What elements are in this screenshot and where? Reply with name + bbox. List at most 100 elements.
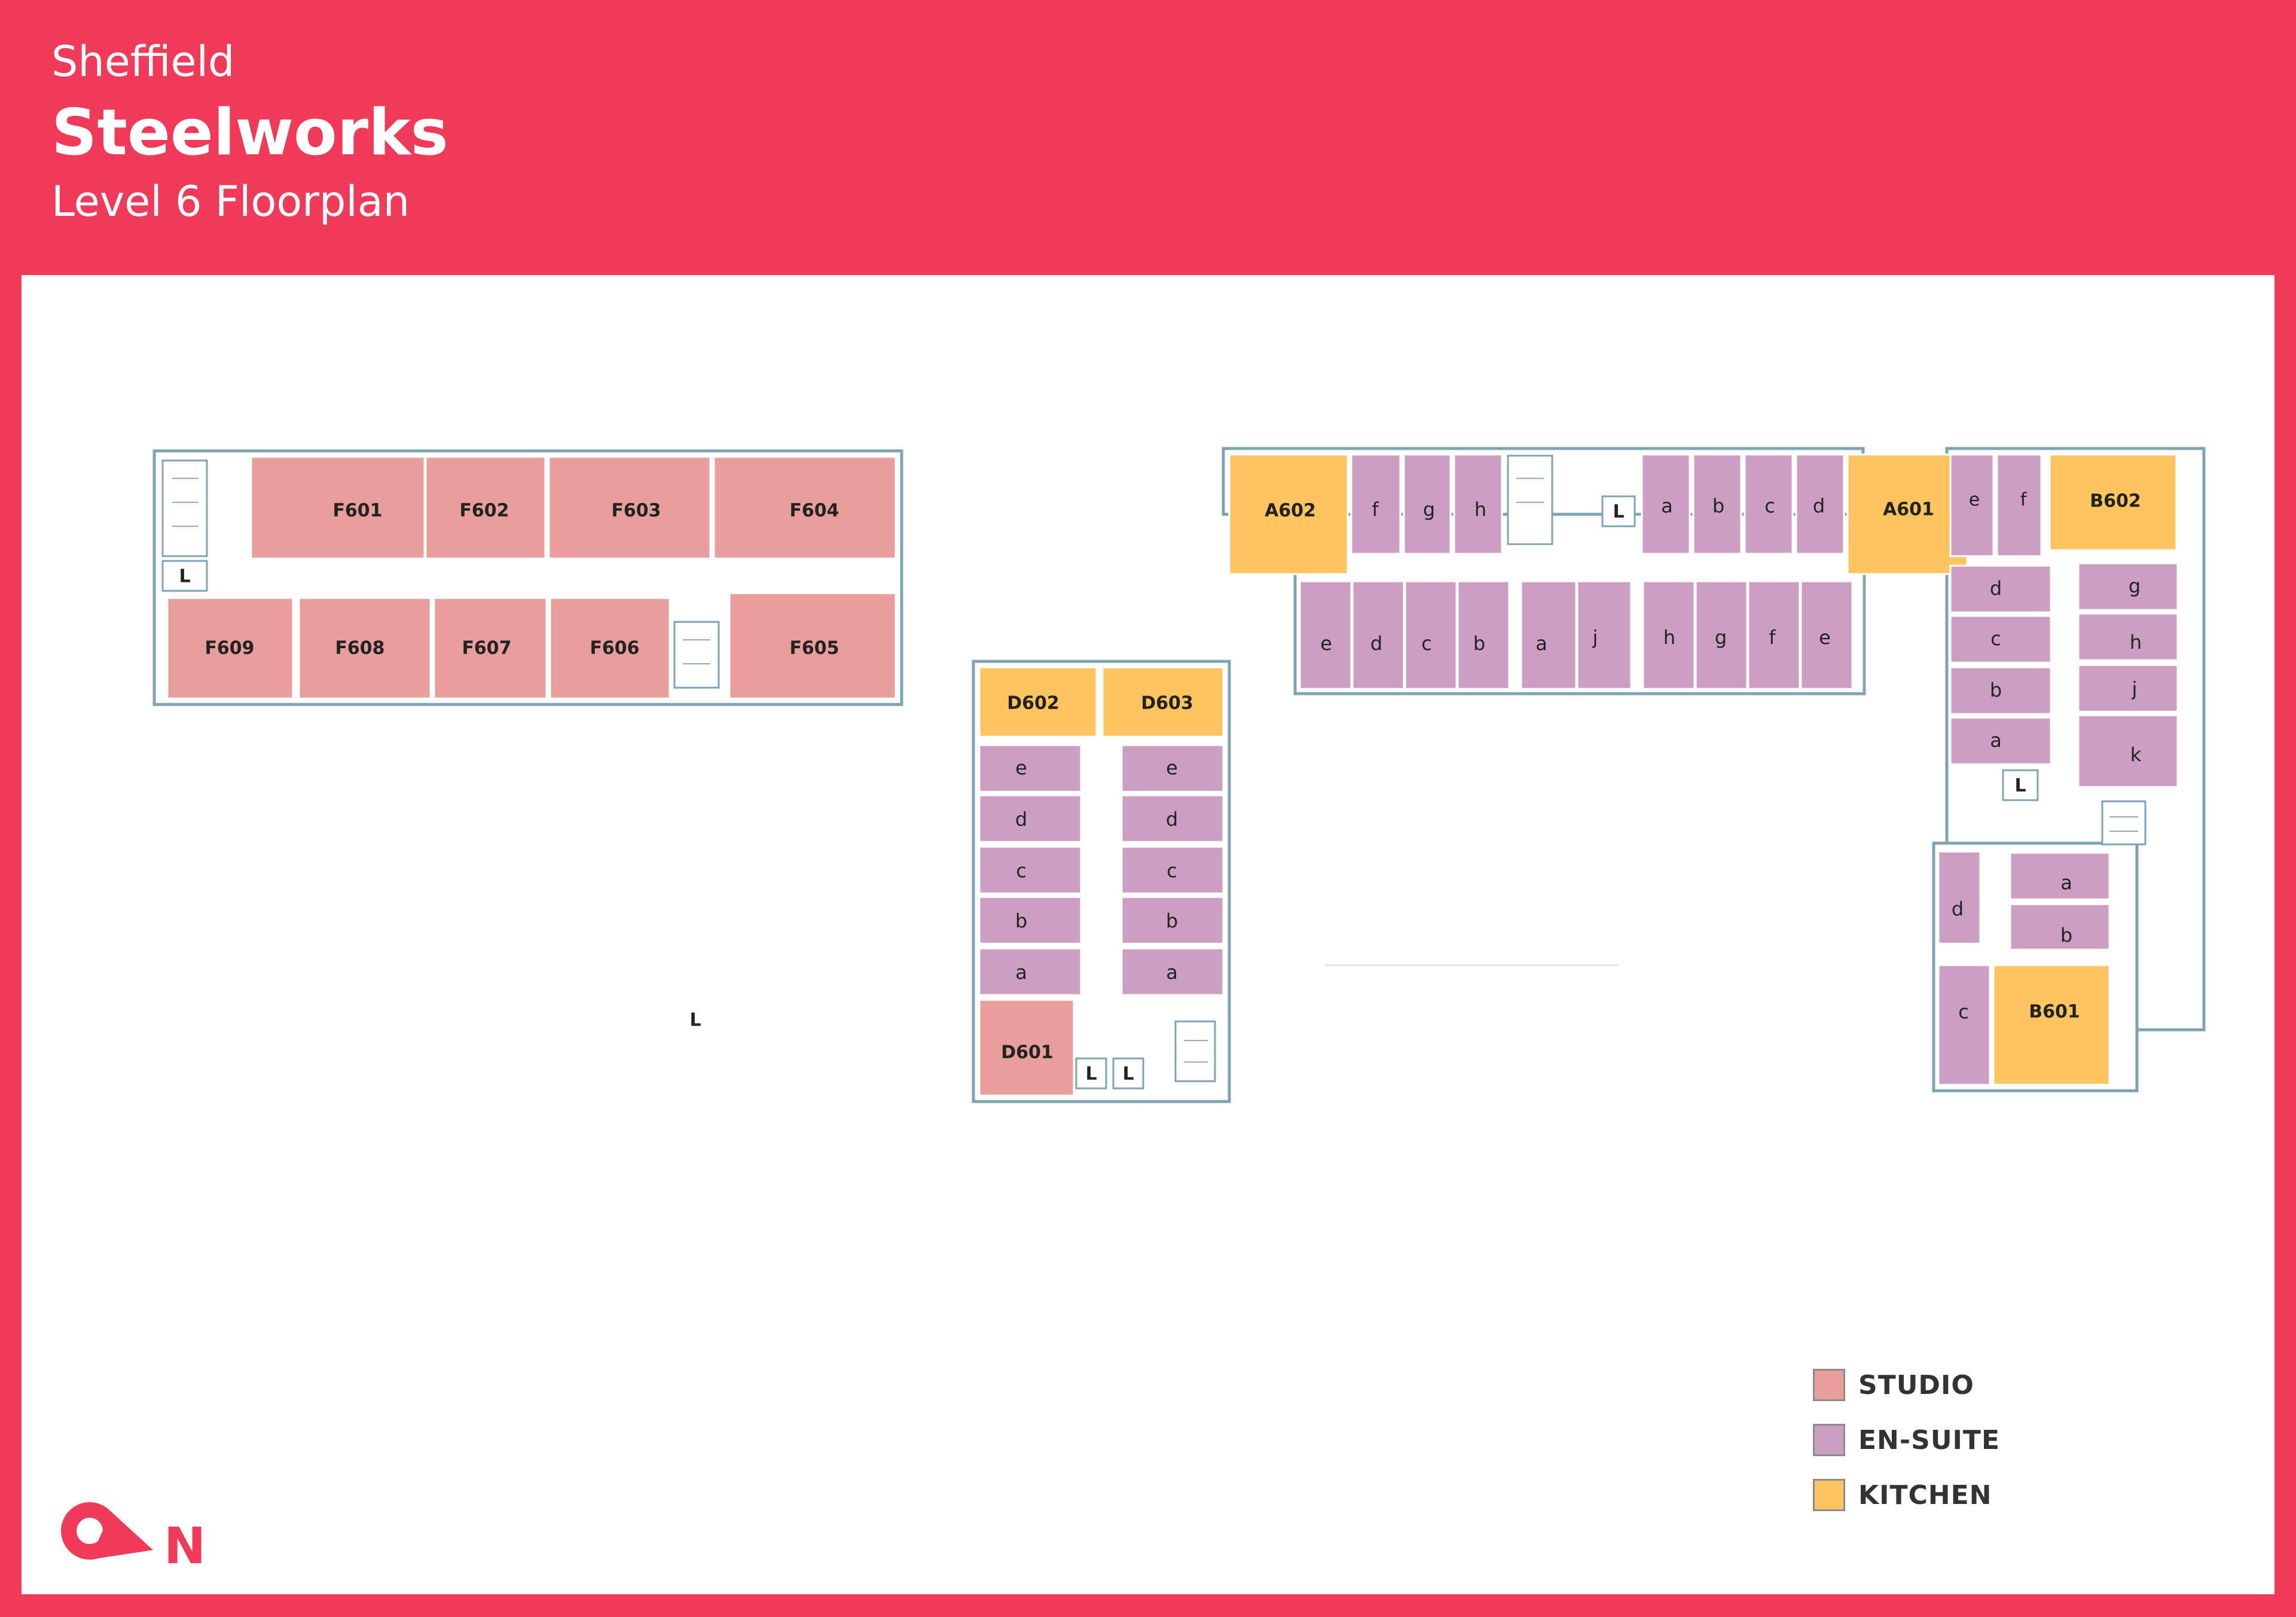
lift-f-label: L — [179, 566, 190, 587]
room-label: k — [2130, 743, 2142, 766]
lift-d-2-label: L — [1122, 1064, 1134, 1085]
lift-d-2: L — [1112, 1057, 1144, 1090]
room-label: d — [1166, 808, 1178, 831]
room-b-low-b: b — [2009, 903, 2111, 951]
room-label: D603 — [1141, 693, 1193, 714]
room-a602: A602 — [1228, 453, 1349, 575]
room-label: d — [1990, 577, 2002, 600]
legend-swatch-ensuite — [1813, 1424, 1845, 1456]
floorplan-map: L L L L L L F601 F602 F603 — [152, 447, 2206, 1103]
room-label: B601 — [2029, 1002, 2080, 1023]
room-b-low-d: d — [1937, 850, 1981, 945]
room-label: F604 — [789, 501, 839, 521]
room-b-w-c: c — [1949, 615, 2052, 664]
room-a-top-c: c — [1744, 453, 1794, 555]
room-label: c — [1764, 495, 1775, 517]
room-b-w-a: a — [1949, 716, 2052, 765]
legend-label: KITCHEN — [1858, 1479, 1992, 1511]
lift-a: L — [1601, 495, 1636, 527]
stairs-a — [1507, 454, 1553, 545]
city-name: Sheffield — [51, 37, 235, 86]
room-label: b — [1473, 632, 1485, 655]
room-a-top-b: b — [1692, 453, 1742, 555]
room-label: e — [1320, 632, 1332, 655]
room-label: a — [2060, 871, 2072, 894]
room-a-bot-b: b — [1457, 580, 1510, 690]
room-a-top-g: g — [1403, 453, 1452, 555]
room-d-w-c: c — [978, 846, 1082, 895]
room-a-bot-g: g — [1694, 580, 1748, 690]
north-label: N — [164, 1517, 206, 1575]
room-d-e-d: d — [1120, 794, 1225, 843]
room-label: f — [1769, 626, 1776, 649]
room-label: e — [1015, 756, 1027, 779]
room-label: d — [1813, 495, 1825, 517]
room-label: F609 — [204, 638, 254, 659]
room-f605: F605 — [728, 592, 897, 700]
room-label: f — [2020, 490, 2028, 511]
north-arrow-icon: N — [61, 1502, 206, 1575]
room-b-f: f — [1996, 453, 2042, 557]
legend-item-kitchen: KITCHEN — [1813, 1467, 2000, 1523]
room-label: a — [1990, 729, 2002, 752]
room-f602: F602 — [425, 456, 546, 560]
legend: STUDIO EN-SUITE KITCHEN — [1813, 1357, 2000, 1523]
room-b-e-j: j — [2077, 664, 2179, 713]
legend-item-studio: STUDIO — [1813, 1357, 2000, 1412]
room-d601: D601 — [978, 999, 1075, 1097]
lift-d-1-label: L — [1085, 1064, 1097, 1085]
room-b-low-a: a — [2009, 852, 2111, 901]
room-label: F605 — [789, 638, 839, 659]
room-label: a — [1661, 495, 1673, 517]
room-label: F608 — [335, 638, 384, 659]
stairs-d — [1174, 1020, 1216, 1082]
room-b-low-c: c — [1937, 964, 1991, 1086]
room-label: F606 — [590, 638, 639, 659]
room-b-e-g: g — [2077, 562, 2179, 611]
room-label: a — [1166, 961, 1178, 984]
room-b-e-h: h — [2077, 612, 2179, 661]
stairs-f-east — [673, 621, 720, 689]
header: Sheffield Steelworks Level 6 Floorplan — [0, 0, 2296, 275]
room-d-e-a: a — [1120, 947, 1225, 996]
room-d-e-b: b — [1120, 896, 1225, 945]
room-label: b — [1990, 679, 2002, 701]
lift-a-label: L — [1613, 502, 1624, 523]
room-label: c — [1958, 1000, 1969, 1023]
room-d-w-e: e — [978, 744, 1082, 793]
room-a-bot-j: j — [1576, 580, 1632, 690]
room-label: h — [1474, 498, 1486, 521]
room-label: F602 — [459, 501, 509, 521]
room-a601: A601 — [1846, 453, 1968, 575]
room-d-e-e: e — [1120, 744, 1225, 793]
room-a-top-f: f — [1350, 453, 1402, 555]
room-a-bot-h: h — [1642, 580, 1696, 690]
legend-swatch-kitchen — [1813, 1479, 1845, 1511]
room-b-e: e — [1949, 453, 1995, 557]
room-label: F607 — [462, 638, 511, 659]
room-d-w-b: b — [978, 896, 1082, 945]
room-label: b — [2060, 924, 2072, 947]
room-label: g — [2129, 575, 2141, 597]
room-label: d — [1952, 898, 1964, 920]
room-label: d — [1015, 808, 1027, 831]
room-d-w-d: d — [978, 794, 1082, 843]
room-label: F601 — [332, 501, 382, 521]
room-a-bot-e1: e — [1299, 580, 1352, 690]
lift-b-label: L — [2014, 776, 2026, 797]
lift-f: L — [161, 560, 208, 592]
building-name: Steelworks — [51, 96, 448, 169]
north-indicator: N — [53, 1493, 208, 1576]
room-d-w-a: a — [978, 947, 1082, 996]
room-label: j — [2132, 678, 2138, 700]
room-b-w-d: d — [1949, 565, 2052, 614]
room-f607: F607 — [433, 597, 548, 700]
room-label: B602 — [2090, 491, 2141, 512]
room-a-top-h: h — [1453, 453, 1503, 555]
room-label: a — [1535, 632, 1547, 655]
room-label: c — [1421, 632, 1432, 655]
legend-item-ensuite: EN-SUITE — [1813, 1412, 2000, 1467]
room-label: A602 — [1265, 501, 1316, 521]
room-f604: F604 — [713, 456, 897, 560]
stairs-f-west — [161, 459, 208, 557]
